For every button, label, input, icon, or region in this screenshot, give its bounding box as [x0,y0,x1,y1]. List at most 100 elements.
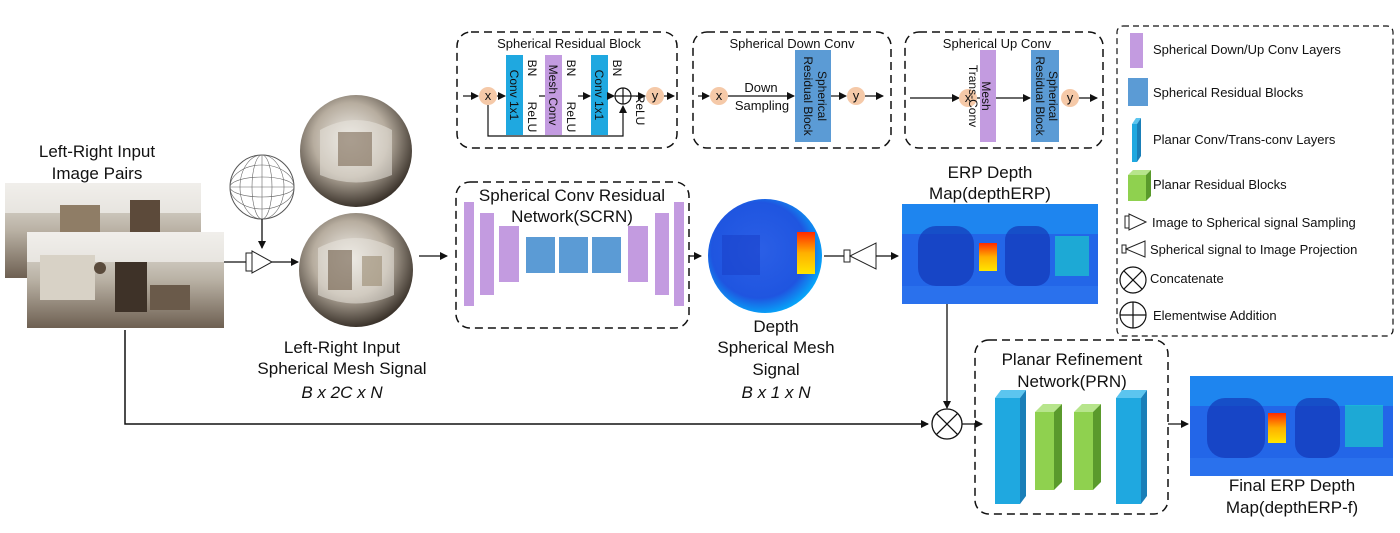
rb-relu3-label: ReLU [633,95,647,126]
rb-y-label: y [652,88,659,103]
dc-block-line2: Residual Block [801,56,815,136]
depth-sphere [708,199,822,313]
room-sphere-top [300,95,412,207]
skip-connection-line [124,330,929,428]
rb-relu1-label: ReLU [525,102,539,133]
uc-y-node [1061,89,1079,107]
legend-item-1: Spherical Residual Blocks [1153,85,1304,100]
mesh-input-shape: B x 2C x N [301,383,383,402]
erp-depth-map [902,204,1098,304]
room-sphere-bottom [299,213,413,327]
prn-box [974,339,1169,515]
uc-mesh-line1: Mesh [979,81,993,110]
scrn-down-layer-1 [464,202,474,306]
sampling-icon [245,250,274,274]
legend-item-7: Elementwise Addition [1153,308,1277,323]
up-conv-title: Spherical Up Conv [943,36,1052,51]
prn-title-line1: Planar Refinement [1002,350,1143,369]
legend-sampling-icon [1124,213,1148,231]
uc-block-line1: Spherical [1046,71,1060,121]
uc-block-line2: Residual Block [1033,56,1047,136]
legend-concatenate-icon [1119,266,1147,294]
legend-swatch-residual [1128,78,1148,106]
legend-projection-icon [1121,240,1146,258]
dc-down-line1: Down [744,80,777,95]
dc-x-label: x [716,88,723,103]
residual-block-box [456,31,678,149]
rb-conv1-block [506,55,523,135]
rb-bn1-label: BN [525,60,539,77]
rb-add-icon [614,87,632,105]
rb-bn2-label: BN [564,60,578,77]
legend-item-0: Spherical Down/Up Conv Layers [1153,42,1341,57]
depth-sphere-line1: Depth [753,317,798,336]
projection-icon [843,242,877,270]
legend-item-6: Concatenate [1150,271,1224,286]
scrn-layers [464,202,684,306]
dc-x-node [710,87,728,105]
dc-block-line1: Spherical [815,71,829,121]
legend-item-3: Planar Residual Blocks [1153,177,1287,192]
scrn-up-layer-3 [674,202,684,306]
depth-sphere-line2: Spherical Mesh [717,338,834,357]
legend-item-2: Planar Conv/Trans-conv Layers [1153,132,1336,147]
up-conv-box [904,31,1104,149]
rb-x-node [479,87,497,105]
uc-x-node [959,89,977,107]
prn-layers [995,390,1147,504]
rb-relu2-label: ReLU [564,102,578,133]
mesh-input-line1: Left-Right Input [284,338,401,357]
legend-swatch-planar-residual [1128,170,1151,201]
right-image [27,232,224,328]
scrn-box [455,181,690,329]
prn-conv-layer-2 [1116,390,1147,504]
rb-conv2-block [591,55,608,135]
prn-residual-block-1 [1035,404,1062,490]
rb-conv1-label: Conv 1x1 [507,70,521,121]
rb-skip-path [487,105,627,137]
uc-mesh-line2: Trans-Conv [966,65,980,127]
prn-conv-layer-1 [995,390,1026,504]
rb-conv2-label: Conv 1x1 [592,70,606,121]
input-title-line1: Left-Right Input [39,142,156,161]
residual-block-title: Spherical Residual Block [497,36,641,51]
legend: Spherical Down/Up Conv Layers Spherical … [1119,33,1357,329]
input-title-line2: Image Pairs [52,164,143,183]
erp-title-line2: Map(depthERP) [929,184,1051,203]
legend-addition-icon [1119,301,1147,329]
rb-bn3-label: BN [610,60,624,77]
rb-mesh-conv-block [545,55,562,135]
mesh-sphere-icon [229,154,295,220]
dc-y-node [847,87,865,105]
legend-item-4: Image to Spherical signal Sampling [1152,215,1356,230]
dc-residual-block [795,50,831,142]
prn-title-line2: Network(PRN) [1017,372,1127,391]
legend-item-5: Spherical signal to Image Projection [1150,242,1357,257]
dc-y-label: y [853,88,860,103]
down-conv-box [692,31,892,149]
scrn-up-layer-1 [628,226,648,282]
depth-sphere-line3: Signal [752,360,799,379]
erp-title-line1: ERP Depth [948,163,1033,182]
final-line1: Final ERP Depth [1229,476,1355,495]
legend-box [1116,25,1394,337]
final-line2: Map(depthERP-f) [1226,498,1358,517]
scrn-down-layer-2 [480,213,494,295]
uc-x-label: x [965,90,972,105]
scrn-down-layer-3 [499,226,519,282]
uc-y-label: y [1067,90,1074,105]
dc-down-line2: Sampling [735,98,789,113]
scrn-title-line1: Spherical Conv Residual [479,186,665,205]
uc-mesh-trans-conv [980,50,996,142]
legend-swatch-spherical-conv [1130,33,1143,68]
depth-sphere-shape: B x 1 x N [742,383,812,402]
scrn-residual-block-2 [559,237,588,273]
down-conv-title: Spherical Down Conv [729,36,855,51]
final-depth-map [1190,376,1393,476]
mesh-input-line2: Spherical Mesh Signal [257,359,426,378]
rb-y-node [646,87,664,105]
concatenate-icon [931,408,963,440]
scrn-residual-block-3 [592,237,621,273]
rb-x-label: x [485,88,492,103]
